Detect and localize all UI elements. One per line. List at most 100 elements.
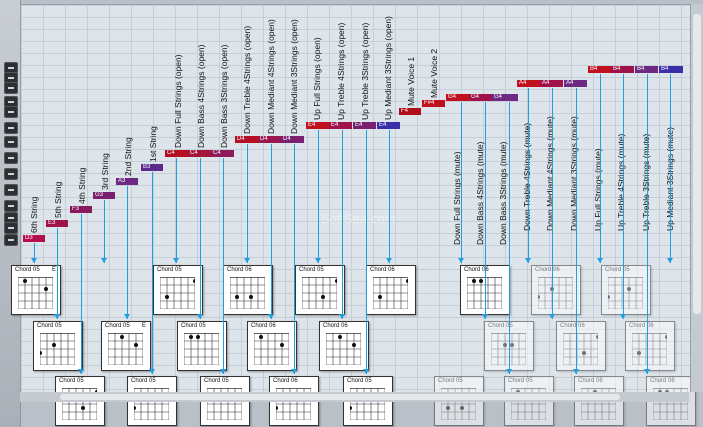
sidebar-button-10[interactable] [4,184,18,196]
note-event[interactable]: F3 [70,206,92,213]
sidebar-button-9[interactable] [4,168,18,180]
chord-name: Chord 06 [629,323,654,329]
vertical-scrollbar[interactable] [690,4,703,392]
sidebar-button-glyph [8,157,14,159]
chord-diagram[interactable]: Chord 06 [531,265,581,315]
event-wire [294,144,295,374]
chord-tag: E [52,267,57,273]
sidebar-button-glyph [8,217,14,219]
chord-diagram[interactable]: Chord 05 [601,265,651,315]
note-event[interactable]: B4 [588,66,611,73]
note-event[interactable]: F4 [399,108,421,115]
wire-arrow-icon [386,258,392,263]
wire-arrow-icon [173,258,179,263]
note-event[interactable]: E4 [353,122,376,129]
chord-grid [230,277,265,309]
wire-arrow-icon [244,258,250,263]
lane-label: Down Treble 4Strings (open) [242,25,252,134]
note-event[interactable]: E3 [46,220,68,227]
chord-diagram[interactable]: Chord 06 [247,321,297,371]
lane-label: 5th String [53,181,63,218]
note-event[interactable]: G4 [469,94,492,101]
sidebar-button-8[interactable] [4,152,18,164]
chord-diagram[interactable]: Chord 06 [319,321,369,371]
note-event[interactable]: G3 [93,192,115,199]
event-wire [552,88,553,319]
sidebar-button-glyph [8,173,14,175]
chord-diagram[interactable]: Chord 05 [295,265,345,315]
fretboard-grid [108,333,143,365]
note-event[interactable]: B4 [635,66,658,73]
scroll-thumb[interactable] [60,394,620,400]
event-wire [247,144,248,263]
note-event[interactable]: A4 [564,80,587,87]
event-wire [127,186,128,319]
sidebar-button-7[interactable] [4,136,18,148]
chord-grid [563,333,598,365]
event-wire [57,228,58,319]
note-event[interactable]: C4 [211,150,234,157]
chord-grid [538,277,573,309]
sidebar-button-11[interactable] [4,200,18,212]
sidebar-button-13[interactable] [4,222,18,234]
wire-arrow-icon [644,369,650,374]
chord-name: Chord 06 [370,267,395,273]
sidebar-button-2[interactable] [4,72,18,84]
note-event[interactable]: C4 [188,150,211,157]
note-event[interactable]: E4 [329,122,352,129]
note-event[interactable]: D3 [23,235,45,242]
wire-arrow-icon [573,369,579,374]
chord-diagram[interactable]: Chord 06 [366,265,416,315]
note-event[interactable]: G4 [492,94,518,101]
wire-arrow-icon [291,369,297,374]
chord-tag: E [142,323,147,329]
lane-label: Up Mediant 3Strings (open) [383,16,393,120]
lane-label: Down Mediant 3Strings (mute) [569,116,579,231]
lane-label: Down Mediant 4Strings (open) [266,19,276,134]
note-event[interactable]: D4 [258,136,281,143]
chord-grid [184,333,219,365]
event-wire [670,74,671,263]
note-event[interactable]: E4 [306,122,329,129]
chord-name: Chord 05 [347,378,372,384]
event-wire [600,74,601,263]
horizontal-scrollbar[interactable] [20,392,689,402]
note-event[interactable]: A3 [116,178,138,185]
chord-diagram[interactable]: Chord 06 [625,321,675,371]
sidebar-button-6[interactable] [4,122,18,134]
chord-diagram[interactable]: Chord 06 [556,321,606,371]
note-event[interactable]: A4 [540,80,563,87]
sidebar-button-3[interactable] [4,82,18,94]
chord-diagram[interactable]: Chord 05 [153,265,203,315]
note-event[interactable]: E4 [377,122,400,129]
sidebar-button-14[interactable] [4,234,18,246]
sidebar-button-glyph [8,67,14,69]
scroll-thumb[interactable] [693,14,701,314]
note-event[interactable]: D4 [281,136,304,143]
chord-grid [608,277,643,309]
chord-grid [326,333,361,365]
note-event[interactable]: D4 [235,136,258,143]
note-event[interactable]: G4 [446,94,469,101]
note-event[interactable]: F#4 [422,100,445,107]
note-event[interactable]: B4 [611,66,634,73]
note-event[interactable]: B4 [659,66,683,73]
fretboard-grid [491,333,526,365]
chord-diagram[interactable]: Chord 05 [33,321,83,371]
event-wire [342,130,343,319]
lane-label: Up Treble 4Strings (mute) [616,133,626,231]
event-wire [528,88,529,263]
lane-label: Down Full Strings (open) [173,54,183,148]
note-event[interactable]: A4 [517,80,540,87]
sidebar-button-5[interactable] [4,106,18,118]
note-event[interactable]: B3 [141,164,163,171]
chord-diagram[interactable]: Chord 05 [177,321,227,371]
note-event[interactable]: C4 [165,150,188,157]
chord-diagram[interactable]: Chord 06 [223,265,273,315]
chord-name: Chord 06 [535,267,560,273]
wire-arrow-icon [54,314,60,319]
